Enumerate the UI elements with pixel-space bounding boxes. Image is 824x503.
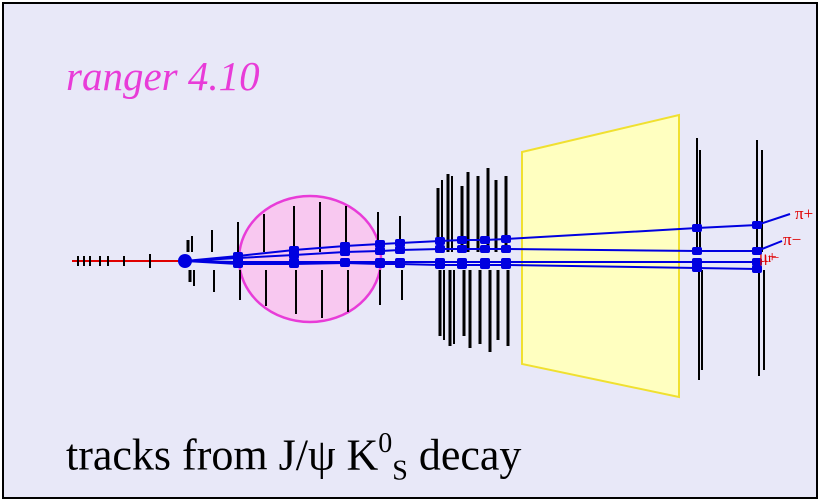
label-mu-plus: μ+: [759, 249, 777, 266]
track-hit: [501, 261, 511, 269]
track-hit: [480, 245, 490, 253]
label-pi-plus: π+: [795, 204, 813, 223]
caption-k-sub: S: [392, 455, 408, 487]
caption-k-sup: 0: [378, 428, 393, 459]
detector-layer: [237, 222, 241, 300]
caption-prefix: tracks from J/: [66, 430, 308, 480]
track-hit: [501, 235, 511, 243]
detector-layer: [466, 172, 472, 348]
track-hit: [480, 236, 490, 244]
detector-layer: [756, 140, 760, 376]
track-hit: [233, 260, 243, 268]
detector-layer: [191, 236, 195, 286]
track-hit: [340, 259, 350, 267]
track-line: [184, 248, 757, 262]
detector-layer: [476, 176, 482, 344]
detector-layers: [186, 138, 765, 380]
track-line: [184, 260, 757, 263]
track-hit: [435, 245, 445, 253]
label-pi-minus: π−: [783, 230, 801, 249]
beamline-markers: [77, 254, 151, 268]
detector-layer: [446, 174, 452, 346]
track-hits: [178, 221, 762, 273]
caption-k: K: [335, 430, 379, 480]
track-hit: [752, 221, 762, 229]
detector-layer: [699, 150, 703, 370]
track-hit: [480, 261, 490, 269]
caption-suffix: decay: [407, 430, 522, 480]
detector-layer: [319, 202, 323, 318]
track-hit: [375, 247, 385, 255]
track-hit: [752, 258, 762, 266]
detector-layer: [263, 214, 267, 306]
label-mu-minus: μ−: [764, 251, 780, 266]
caption: tracks from J/ψ K0S decay: [66, 430, 522, 487]
track-hit: [752, 247, 762, 255]
detector-layer: [186, 240, 192, 282]
track-hit: [435, 261, 445, 269]
track-line: [184, 260, 758, 270]
detector-layer: [696, 138, 700, 380]
track-hit: [457, 236, 467, 244]
track-hit: [375, 260, 385, 268]
track-extension: [756, 213, 791, 226]
track-hit: [501, 245, 511, 253]
track-line: [184, 224, 758, 262]
track-hit: [395, 239, 405, 247]
detector-layer: [494, 180, 500, 340]
detector-layer: [211, 230, 215, 292]
track-hit: [692, 224, 702, 232]
primary-vertex: [178, 254, 192, 268]
track-hit: [289, 260, 299, 268]
track-hit: [375, 240, 385, 248]
track-hit: [395, 260, 405, 268]
track-hit: [692, 264, 702, 272]
track-hit: [289, 251, 299, 259]
track-hit: [340, 248, 350, 256]
program-title: ranger 4.10: [66, 53, 260, 99]
track-hit: [395, 246, 405, 254]
calorimeter-block: [521, 113, 680, 399]
track-hit: [457, 245, 467, 253]
track-hit: [457, 261, 467, 269]
detector-layer: [451, 176, 455, 344]
detector-layer: [761, 150, 765, 370]
caption-psi: ψ: [307, 430, 336, 480]
particle-tracks: [184, 213, 791, 270]
vertex-region-ellipse: [237, 194, 383, 324]
track-hit: [435, 237, 445, 245]
track-hit: [752, 265, 762, 273]
track-hit: [692, 247, 702, 255]
particle-labels: π+ π− μ+ μ−: [759, 204, 813, 266]
detector-layer: [293, 206, 297, 314]
